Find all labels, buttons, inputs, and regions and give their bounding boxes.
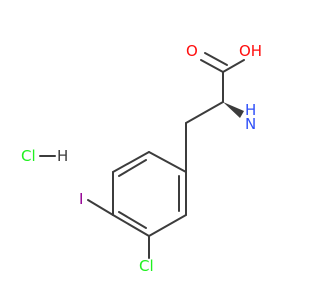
molecule-svg: O OH H N I Cl Cl H [21, 42, 262, 275]
chemical-structure-canvas: O OH H N I Cl Cl H [21, 42, 262, 275]
hydroxyl-label: OH [239, 42, 262, 60]
alpha-ch2-bond [185, 101, 224, 124]
ring-bond-2 [148, 214, 187, 237]
carboxyl-c-o-double-b [204, 52, 228, 66]
carboxyl-c-oh-bond [222, 59, 245, 73]
chlorine-label: Cl [139, 257, 154, 275]
amine-n-label: N [245, 115, 256, 133]
salt-hydrogen-label: H [57, 147, 68, 165]
amine-h-label: H [245, 101, 256, 119]
ring-bond-5-inner [118, 159, 147, 177]
ring-bond-3 [112, 214, 150, 237]
carboxyl-c-o-double-a [200, 59, 224, 73]
ring-bond-6 [148, 151, 187, 173]
ring-bond-3-inner [118, 211, 147, 229]
bond-layer [39, 52, 245, 259]
ring-bond-5 [112, 151, 150, 173]
iodo-bond [87, 199, 114, 216]
carbonyl-oxygen-label: O [186, 42, 198, 60]
stereo-wedge [223, 102, 244, 118]
salt-chlorine-label: Cl [21, 147, 36, 165]
iodine-label: I [79, 190, 83, 208]
